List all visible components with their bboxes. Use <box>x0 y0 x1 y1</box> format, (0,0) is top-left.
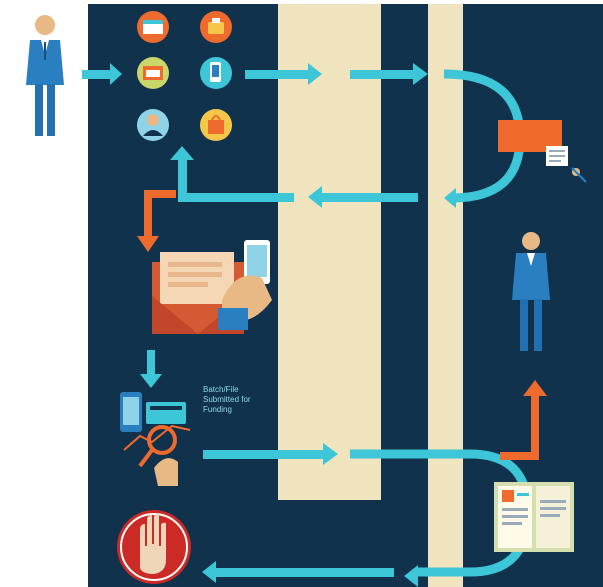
lane-wide <box>278 4 381 500</box>
caption-line-3: Funding <box>203 405 232 414</box>
bakery-shop-icon <box>137 57 169 89</box>
storefront-icon <box>137 11 169 43</box>
entry-arrow <box>82 63 122 85</box>
checklist-signing-icon <box>498 120 587 183</box>
flow-arrow-down <box>140 350 162 388</box>
flow-arrow-return-1 <box>308 186 418 208</box>
batch-analytics-icon <box>120 392 191 486</box>
caption-line-1: Batch/File <box>203 385 239 394</box>
batch-caption: Batch/File Submitted for Funding <box>203 385 293 415</box>
accent-arrow-down <box>137 190 176 252</box>
caption-line-2: Submitted for <box>203 395 251 404</box>
card-payment-envelope-icon <box>152 240 272 334</box>
flow-arrow-bottom-end <box>202 561 418 587</box>
ledger-book-icon <box>494 482 574 552</box>
accent-arrow-up <box>500 380 547 460</box>
flow-arrow-return-2 <box>170 146 294 202</box>
shopping-basket-icon <box>200 11 232 43</box>
flow-arrow-bottom-1 <box>203 443 338 465</box>
service-icons-grid <box>137 11 232 141</box>
flow-arrow-top-2 <box>350 63 428 85</box>
lane-narrow <box>428 4 463 587</box>
shopping-bag-icon <box>200 109 232 141</box>
flow-arrow-top-1 <box>245 63 322 85</box>
right-person <box>512 232 550 351</box>
mobile-phone-icon <box>200 57 232 89</box>
customer-avatar-icon <box>137 109 169 141</box>
stop-hand-icon <box>117 510 191 584</box>
flow-curve-arrowhead <box>444 188 456 208</box>
top-left-person <box>26 15 64 136</box>
